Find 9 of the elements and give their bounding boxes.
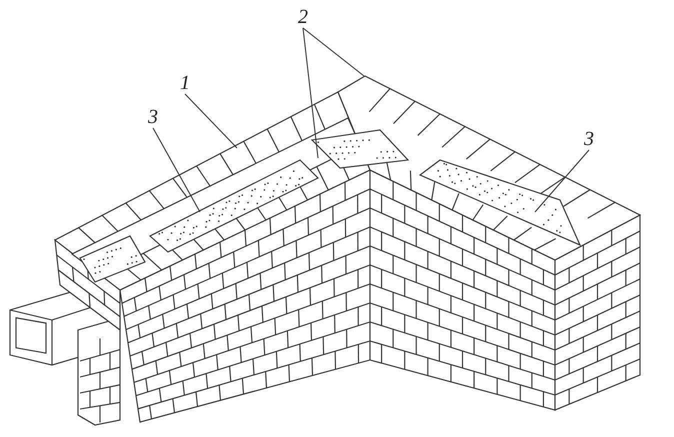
leader-line xyxy=(184,94,238,148)
leader-line xyxy=(302,28,318,158)
callout-number: 3 xyxy=(146,106,160,128)
callout-number: 3 xyxy=(582,128,596,150)
leader-line xyxy=(534,150,590,212)
leader-line xyxy=(302,28,364,76)
leader-line xyxy=(152,128,200,212)
callout-number: 1 xyxy=(178,72,192,94)
callout-number: 2 xyxy=(296,6,310,28)
